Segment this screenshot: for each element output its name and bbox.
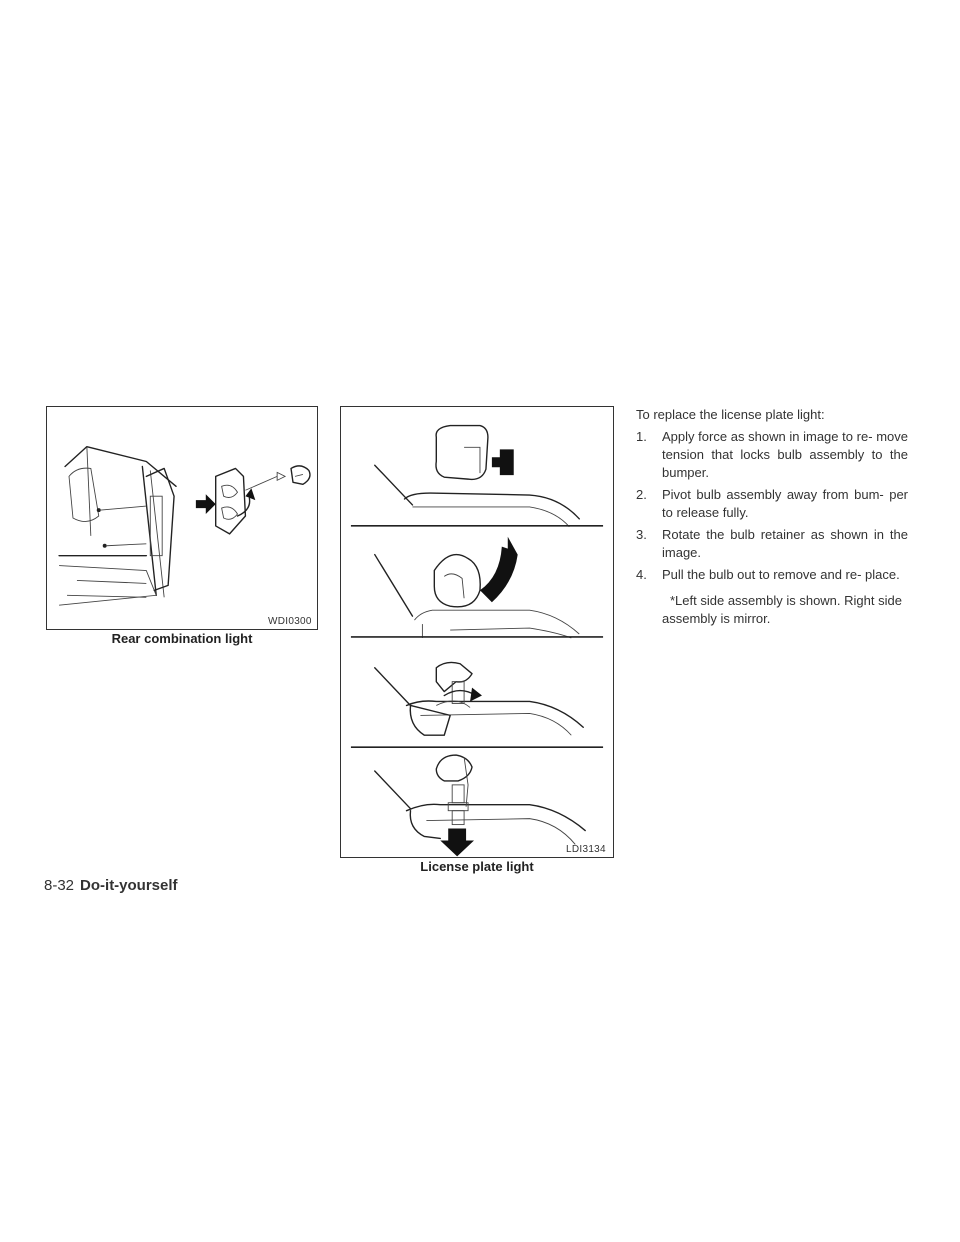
step-2-panel	[350, 536, 604, 639]
instructions-intro: To replace the license plate light:	[636, 407, 825, 422]
step-text: Pull the bulb out to remove and re- plac…	[662, 567, 900, 582]
license-plate-light-code: LDI3134	[566, 844, 606, 855]
license-plate-light-figure	[340, 406, 614, 858]
step-text: Apply force as shown in image to re- mov…	[662, 429, 908, 480]
step-item: 1. Apply force as shown in image to re- …	[636, 428, 908, 482]
page-footer: 8-32 Do-it-yourself	[44, 877, 178, 894]
license-plate-light-illustration	[350, 424, 604, 857]
step-number: 2.	[636, 487, 647, 502]
rear-combination-light-figure	[46, 406, 318, 630]
rear-combination-light-illustration	[58, 445, 311, 606]
step-4-panel	[374, 754, 586, 857]
assembly-note: *Left side assembly is shown. Right side…	[662, 593, 902, 626]
step-text: Pivot bulb assembly away from bum- per t…	[662, 487, 908, 520]
step-3-panel	[350, 661, 604, 748]
section-title: Do-it-yourself	[80, 877, 178, 894]
instructions-block: To replace the license plate light: 1. A…	[636, 406, 908, 628]
step-item: 4. Pull the bulb out to remove and re- p…	[636, 566, 908, 584]
license-plate-light-caption: License plate light	[420, 859, 534, 874]
step-item: 2. Pivot bulb assembly away from bum- pe…	[636, 486, 908, 522]
rear-combination-light-code: WDI0300	[268, 616, 312, 627]
page-number: 8-32	[44, 877, 75, 894]
step-number: 1.	[636, 429, 647, 444]
step-item: 3. Rotate the bulb retainer as shown in …	[636, 526, 908, 562]
step-number: 4.	[636, 567, 647, 582]
step-1-panel	[350, 424, 604, 528]
step-number: 3.	[636, 527, 647, 542]
step-text: Rotate the bulb retainer as shown in the…	[662, 527, 908, 560]
rear-combination-light-caption: Rear combination light	[111, 631, 253, 646]
